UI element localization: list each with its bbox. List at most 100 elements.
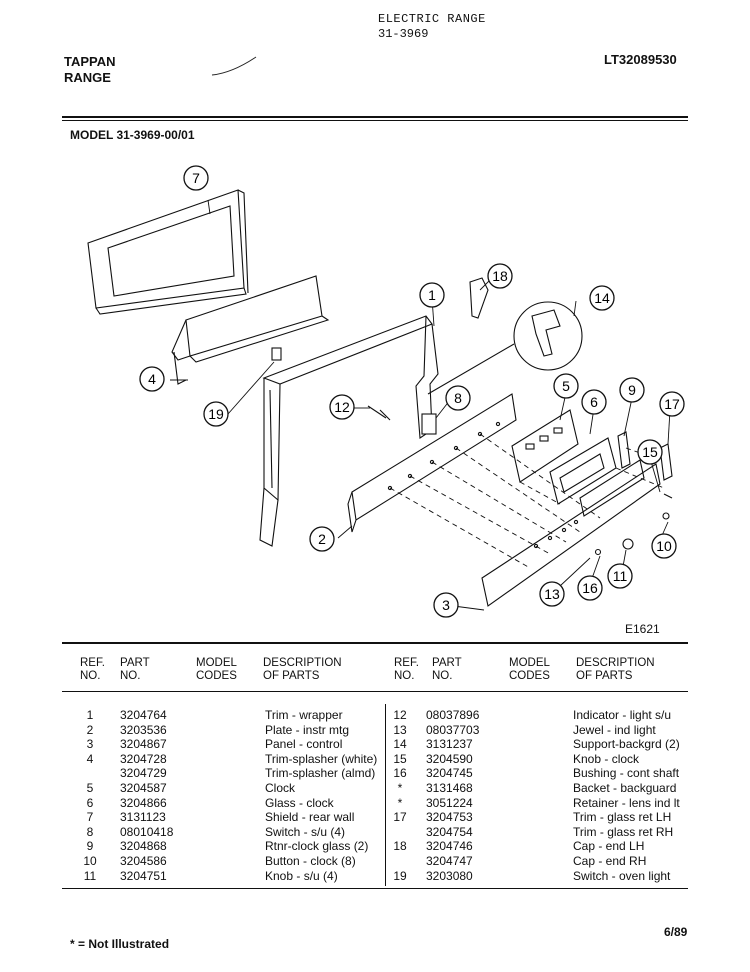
callout-label-8: 8 [454,390,462,406]
table-cell-desc: Bushing - cont shaft [573,766,680,781]
callout-label-11: 11 [613,568,628,584]
part-glass-retainer [617,431,631,469]
table-cell-part: 3131468 [426,781,473,795]
part-instrument-plate [347,393,517,533]
header-rule-thin [62,120,688,121]
table-cell-part: 08037896 [426,708,480,722]
callout-label-19: 19 [208,406,224,422]
callout-circle-10 [651,533,677,559]
table-cell-part: 3203080 [426,868,473,883]
table-cell-ref: 6 [86,795,94,810]
callout-label-1: 1 [428,287,436,303]
table-cell-part: 3204866 [120,795,167,810]
callout-label-3: 3 [442,597,450,613]
table-cell-desc: Glass - clock [265,795,334,810]
part-control-panel [481,459,661,607]
table-cell-ref [390,854,410,869]
table-cell-part: 08037703 [426,722,480,737]
brand-name: TAPPAN [64,54,116,69]
table-cell-desc: Support-backgrd (2) [573,737,680,752]
document-title: ELECTRIC RANGE [378,12,486,26]
table-cell-desc: Button - clock (8) [265,854,356,868]
part-oven-light-switch [271,347,282,361]
callout-circle-12 [329,394,355,420]
table-cell-desc: Trim-splasher (almd) [265,766,376,781]
table-cell-desc: Panel - control [265,737,343,752]
table-cell-part: 3131123 [120,810,166,825]
table-cell-ref: * [397,795,403,810]
table-top-rule [62,642,688,644]
callout-label-5: 5 [562,378,570,394]
part-switch [421,413,437,435]
table-cell-ref: 14 [393,737,407,752]
table-cell-desc: Cap - end RH [573,854,647,868]
table-cell-ref: 2 [86,722,94,737]
table-cell-part: 3204764 [120,708,167,722]
callout-circle-8 [445,385,471,411]
callout-circle-1 [419,282,445,308]
table-cell-part: 3203536 [120,722,167,737]
table-cell-desc: Jewel - ind light [573,722,656,737]
header-ref-no: REF.NO. [80,657,105,682]
table-cell-ref: 18 [393,839,407,854]
part-glass-ret-trim [659,443,673,481]
callout-circle-6 [581,389,607,415]
table-cell-part: 3131237 [426,737,473,752]
table-cell-ref: 13 [393,722,407,737]
callout-circle-11 [607,563,633,589]
table-header-rule [62,691,688,692]
table-cell-ref: 8 [86,824,94,839]
table-cell-desc: Clock [265,781,296,795]
part-clock-knob [663,493,673,499]
pen-stroke-mark [211,56,257,76]
part-bushing [594,548,602,556]
table-cell-desc: Switch - oven light [573,868,671,883]
catalog-part-number: LT32089530 [604,52,677,67]
table-cell-part: 3204746 [426,839,473,854]
callout-circle-17 [659,391,685,417]
callout-label-14: 14 [594,290,610,306]
table-cell-ref: 19 [393,868,407,883]
callout-label-16: 16 [582,580,598,596]
table-cell-ref: 12 [393,708,407,722]
part-knob [622,538,634,550]
part-rear-wall-shield [87,189,249,315]
table-cell-desc: Trim-splasher (white) [265,751,378,766]
table-cell-part: 3051224 [426,795,473,810]
part-indicator-light [367,405,391,421]
callout-label-10: 10 [656,538,672,554]
callout-label-2: 2 [318,531,326,547]
callout-circle-5 [553,373,579,399]
table-cell-part: 3204751 [120,868,167,883]
table-cell-part: 3204728 [120,751,167,766]
table-cell-part: 3204754 [426,824,473,839]
table-cell-ref: 10 [83,854,97,868]
table-cell-part: 3204747 [426,854,473,868]
table-cell-ref: * [397,781,403,795]
callout-label-9: 9 [628,382,636,398]
table-cell-ref: 11 [83,868,97,883]
part-backguard-support-detail [427,301,583,395]
table-cell-ref: 5 [86,781,94,795]
header-rule-thick [62,116,688,118]
table-cell-desc: Indicator - light s/u [573,708,672,722]
callout-circle-2 [309,526,335,552]
callout-label-18: 18 [492,268,508,284]
table-cell-desc: Shield - rear wall [265,810,355,825]
callout-circle-19 [203,401,229,427]
model-label: MODEL 31-3969-00/01 [70,128,195,142]
part-end-cap [469,277,489,319]
callout-label-7: 7 [192,170,200,186]
callout-circle-3 [433,592,459,618]
document-number: 31-3969 [378,27,429,41]
table-cell-desc: Rtnr-clock glass (2) [265,839,369,854]
table-cell-ref: 16 [393,766,407,781]
table-cell-part: 3204868 [120,839,167,854]
callout-circle-15 [637,439,663,465]
figure-code: E1621 [625,622,660,636]
